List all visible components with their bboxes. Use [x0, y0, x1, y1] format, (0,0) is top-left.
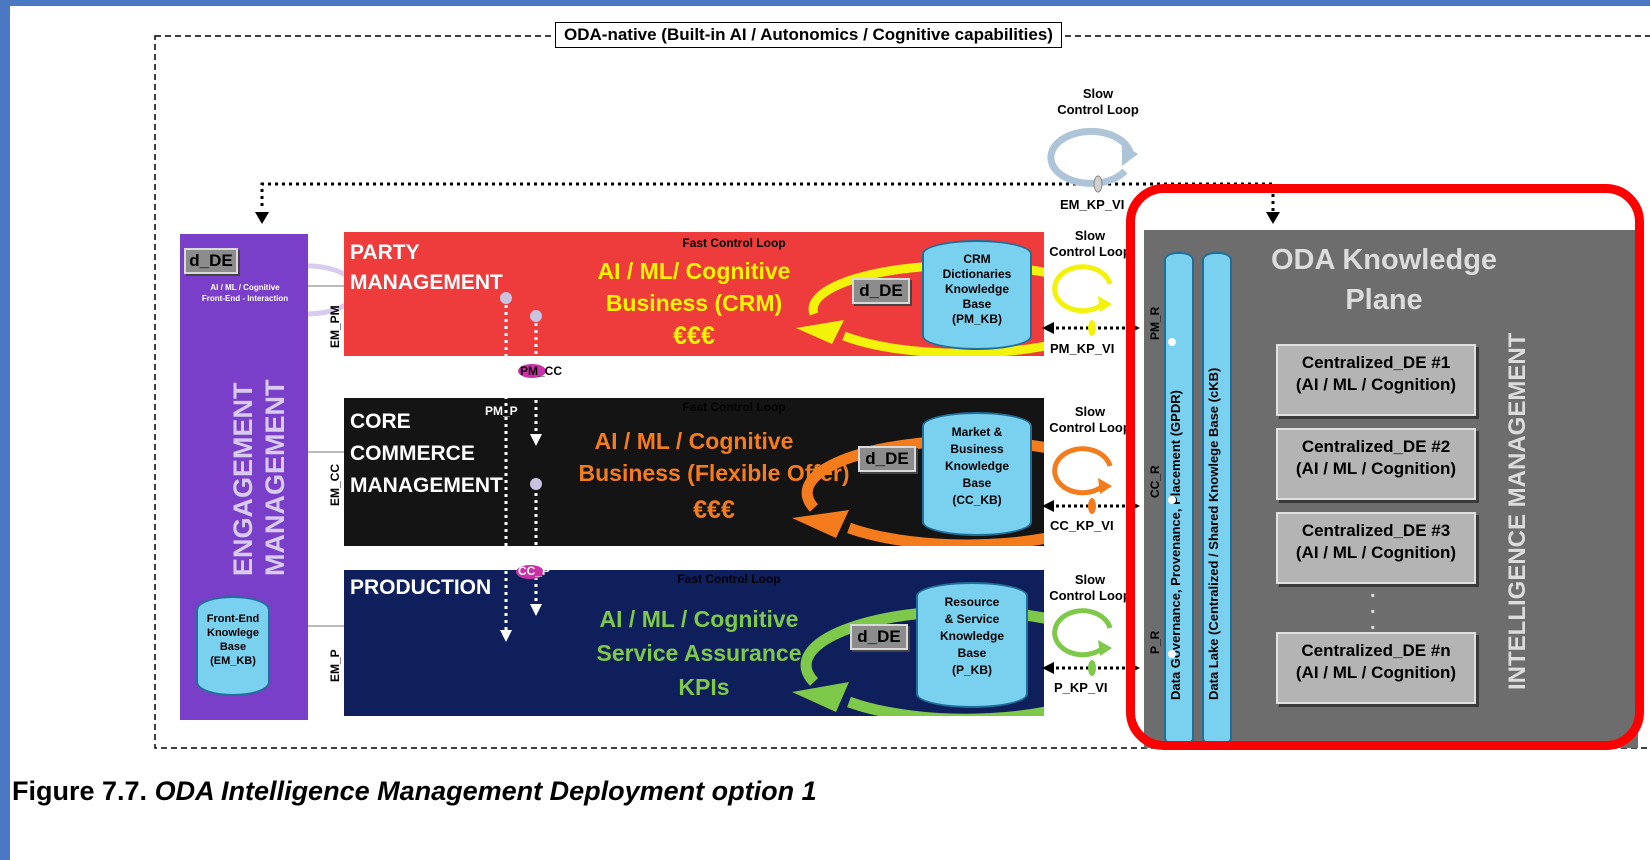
pm-kp-vi: PM_KP_VI [1050, 341, 1115, 356]
knowledge-plane-title: ODA Knowledge Plane [1270, 244, 1498, 316]
market-knowledge-base: Market & Business Knowledge Base (CC_KB) [922, 412, 1032, 536]
core-fast-loop [801, 435, 1044, 546]
caption-prefix: Figure 7.7. [12, 776, 148, 806]
party-loop-line2: Business (CRM) [605, 290, 783, 316]
production-fast-loop-label: Fast Control Loop [677, 572, 781, 586]
resource-knowledge-base: Resource & Service Knowledge Base (P_KB) [916, 582, 1028, 708]
production-dde: d_DE [850, 624, 908, 650]
oda-knowledge-plane: ODA Knowledge Plane Data Governance, Pro… [1144, 230, 1638, 748]
engagement-loop-text: AI / ML / Cognitive Front-End - Interact… [201, 283, 289, 303]
engagement-management-panel: d_DE AI / ML / Cognitive Front-End - Int… [180, 234, 308, 720]
core-loop-line1: AI / ML / Cognitive [594, 428, 794, 454]
core-slow-loop [1052, 446, 1113, 496]
cc-p-interface: CC_P [518, 564, 551, 578]
production-fast-loop [800, 605, 1044, 716]
p-kp-vi: P_KP_VI [1054, 680, 1108, 695]
crm-knowledge-base: CRM Dictionaries Knowledge Base (PM_KB) [922, 240, 1032, 350]
top-slow-loop-label: Slow Control Loop [1057, 86, 1139, 117]
production-title: PRODUCTION [350, 576, 492, 599]
party-title: PARTY MANAGEMENT [350, 241, 503, 294]
engagement-dde: d_DE [184, 248, 238, 274]
cross-domain-links [500, 264, 1140, 676]
production-loop-line1: AI / ML / Cognitive [599, 606, 799, 632]
centralized-de-n: Centralized_DE #n(AI / ML / Cognition) [1276, 632, 1476, 704]
figure-caption: Figure 7.7. ODA Intelligence Management … [12, 776, 817, 807]
party-slow-loop [1052, 264, 1113, 314]
em-kp-dotted-link [260, 182, 1275, 218]
pm-p-interface: PM_P [485, 404, 518, 418]
core-commerce-panel: CORE COMMERCE MANAGEMENT Fast Control Lo… [344, 398, 1044, 546]
production-loop-line2: Service Assurance [596, 640, 802, 666]
ellipsis-dot-2: . [1370, 596, 1376, 618]
production-panel: PRODUCTION Fast Control Loop AI / ML / C… [344, 570, 1044, 716]
party-management-panel: PARTY MANAGEMENT Fast Control Loop AI / … [344, 232, 1044, 356]
core-loop-line3: €€€ [693, 496, 735, 524]
production-slow-loop-label: Slow Control Loop [1049, 572, 1131, 603]
party-slow-loop-label: Slow Control Loop [1049, 228, 1131, 259]
party-dde: d_DE [852, 278, 910, 304]
ellipsis-dot-3: . [1370, 612, 1376, 634]
production-loop-line3: KPIs [678, 674, 730, 700]
cc-kp-vi: CC_KP_VI [1050, 518, 1114, 533]
core-dde: d_DE [858, 446, 916, 472]
centralized-de-2: Centralized_DE #2(AI / ML / Cognition) [1276, 428, 1476, 500]
pm-cc-interface: PM_CC [520, 364, 563, 378]
centralized-de-1: Centralized_DE #1(AI / ML / Cognition) [1276, 344, 1476, 416]
core-slow-loop-label: Slow Control Loop [1049, 404, 1131, 435]
production-slow-loop [1052, 608, 1113, 658]
party-loop-line3: €€€ [673, 322, 715, 350]
party-loop-line1: AI / ML/ Cognitive [597, 258, 791, 284]
em-kp-vi-label: EM_KP_VI [1060, 197, 1125, 212]
highlight-box [1126, 184, 1644, 750]
frame-label: ODA-native (Built-in AI / Autonomics / C… [555, 22, 1062, 48]
party-fast-loop [808, 260, 1044, 356]
front-end-knowledge-base: Front-End Knowlege Base (EM_KB) [196, 596, 270, 696]
figure-canvas: ODA-native (Built-in AI / Autonomics / C… [10, 6, 1650, 860]
party-fast-loop-label: Fast Control Loop [682, 236, 786, 250]
core-loop-line2: Business (Flexible Offer) [578, 460, 850, 486]
core-fast-loop-label: Fast Control Loop [682, 400, 786, 414]
caption-title: ODA Intelligence Management Deployment o… [154, 776, 817, 806]
ellipsis-dot-1: . [1370, 580, 1376, 602]
centralized-de-3: Centralized_DE #3(AI / ML / Cognition) [1276, 512, 1476, 584]
core-title: CORE COMMERCE MANAGEMENT [350, 410, 503, 497]
